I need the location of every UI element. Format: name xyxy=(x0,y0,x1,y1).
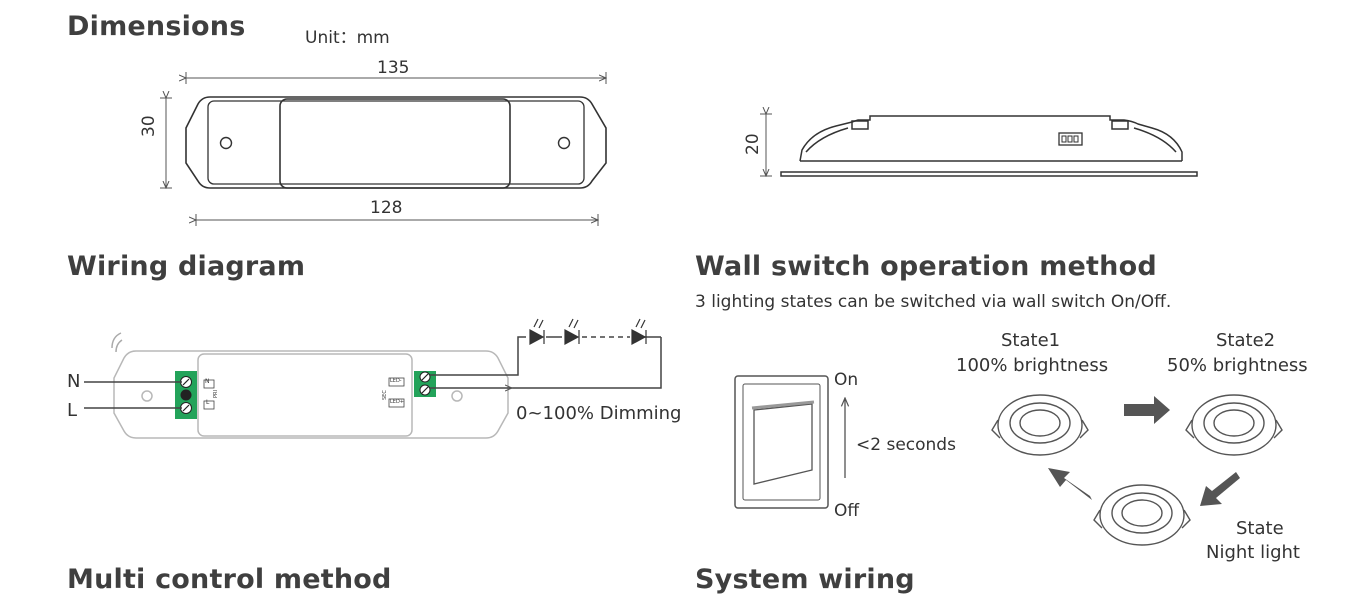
state-arrows xyxy=(1048,396,1240,506)
state1-desc: 100% brightness xyxy=(956,355,1109,376)
pri-label: PRI xyxy=(213,390,219,398)
wall-switch xyxy=(734,375,845,509)
multi-control-heading: Multi control method xyxy=(67,564,392,595)
timing-label: <2 seconds xyxy=(856,435,956,455)
wiring-driver-outline xyxy=(111,332,509,439)
state2-title: State2 xyxy=(1216,330,1276,351)
length-inner-label: 128 xyxy=(370,198,403,218)
wall-switch-heading: Wall switch operation method xyxy=(695,251,1157,282)
downlight-state2 xyxy=(1185,394,1283,456)
driver-top-view xyxy=(160,72,606,226)
downlight-state1 xyxy=(991,394,1089,456)
length-outer-label: 135 xyxy=(377,58,410,78)
state3-title: State xyxy=(1236,518,1284,539)
terminal-l-label: L xyxy=(206,399,210,406)
unit-label: Unit：mm xyxy=(305,28,390,48)
downlight-state3 xyxy=(1093,484,1191,546)
wiring-diagram-heading: Wiring diagram xyxy=(67,251,306,282)
input-terminal-block xyxy=(175,371,215,419)
n-wire-label: N xyxy=(67,371,81,392)
state1-title: State1 xyxy=(1001,330,1061,351)
led-symbols xyxy=(529,318,647,346)
state2-desc: 50% brightness xyxy=(1167,355,1308,376)
state3-desc: Night light xyxy=(1206,542,1300,563)
system-wiring-heading: System wiring xyxy=(695,564,915,595)
wall-switch-description: 3 lighting states can be switched via wa… xyxy=(695,292,1172,312)
sec-label: SEC xyxy=(382,390,388,400)
dimensions-heading: Dimensions xyxy=(67,11,246,42)
led-output-wires xyxy=(430,336,662,388)
led-plus-label: LED+ xyxy=(390,399,404,405)
dimming-label: 0~100% Dimming xyxy=(516,403,682,424)
output-terminal-block xyxy=(388,371,436,408)
driver-side-view xyxy=(760,114,1198,176)
led-minus-label: LED- xyxy=(390,378,402,384)
switch-off-label: Off xyxy=(834,501,860,521)
mains-wires xyxy=(84,381,182,409)
terminal-n-label: N xyxy=(205,378,210,385)
l-wire-label: L xyxy=(67,400,78,421)
switch-on-label: On xyxy=(834,370,859,390)
